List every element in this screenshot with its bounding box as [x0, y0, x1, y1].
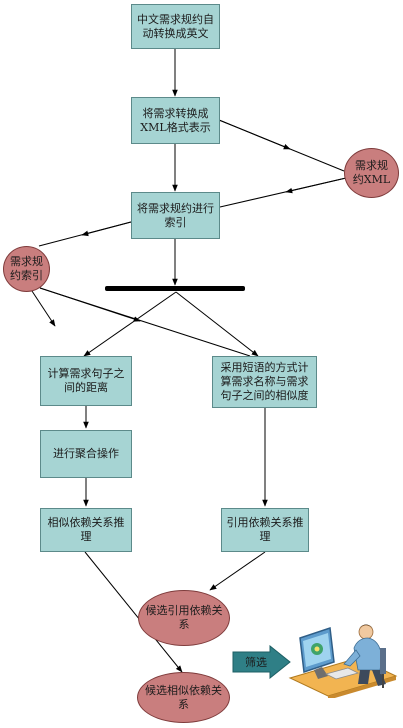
edge-n9-n12 [84, 551, 183, 673]
node-n5: 需求规约索引 [3, 246, 50, 292]
node-n4: 将需求规约进行索引 [131, 192, 220, 239]
node-n2-label: 将需求转换成XML格式表示 [140, 106, 211, 134]
node-n3: 需求规约XML [344, 148, 399, 198]
filter-arrow [232, 645, 291, 679]
sync-bar [105, 286, 245, 291]
node-n4-label: 将需求规约进行索引 [137, 201, 214, 229]
node-n1: 中文需求规约自动转换成英文 [131, 4, 220, 49]
node-n8: 进行聚合操作 [40, 430, 132, 478]
node-n9-label: 相似依赖关系推理 [47, 516, 125, 543]
node-n6: 计算需求句子之间的距离 [40, 356, 132, 406]
edge-n4-n5-arrowhead [81, 221, 132, 237]
edge-n10-n11 [209, 551, 266, 591]
edge-n2-n3-arrowhead [218, 119, 291, 150]
node-n6-label: 计算需求句子之间的距离 [47, 367, 125, 394]
edge-n3-n4-arrowhead [285, 177, 347, 194]
node-n11: 候选引用依赖关系 [138, 590, 230, 646]
node-n12-label: 候选相似依赖关系 [145, 683, 222, 711]
node-n1-label: 中文需求规约自动转换成英文 [137, 12, 214, 40]
node-n7-label: 采用短语的方式计算需求名称与需求句子之间的相似度 [220, 361, 309, 402]
node-n7: 采用短语的方式计算需求名称与需求句子之间的相似度 [212, 356, 317, 408]
node-n10: 引用依赖关系推理 [221, 508, 309, 552]
node-n12: 候选相似依赖关系 [137, 672, 230, 723]
node-n9: 相似依赖关系推理 [40, 508, 132, 552]
edge-n5-n7-arrowhead [39, 287, 141, 322]
node-n3-label: 需求规约XML [352, 159, 391, 186]
node-n11-label: 候选引用依赖关系 [145, 604, 223, 631]
edge-bar-n6 [83, 291, 177, 357]
edge-bar-n7 [175, 291, 259, 357]
node-n5-label: 需求规约索引 [10, 255, 43, 282]
node-n8-label: 进行聚合操作 [53, 447, 119, 460]
user-at-computer-icon [288, 624, 398, 698]
node-n10-label: 引用依赖关系推理 [226, 516, 304, 543]
filter-label: 筛选 [245, 656, 267, 669]
node-n2: 将需求转换成XML格式表示 [131, 97, 220, 144]
edge-n5-n6 [29, 287, 56, 327]
